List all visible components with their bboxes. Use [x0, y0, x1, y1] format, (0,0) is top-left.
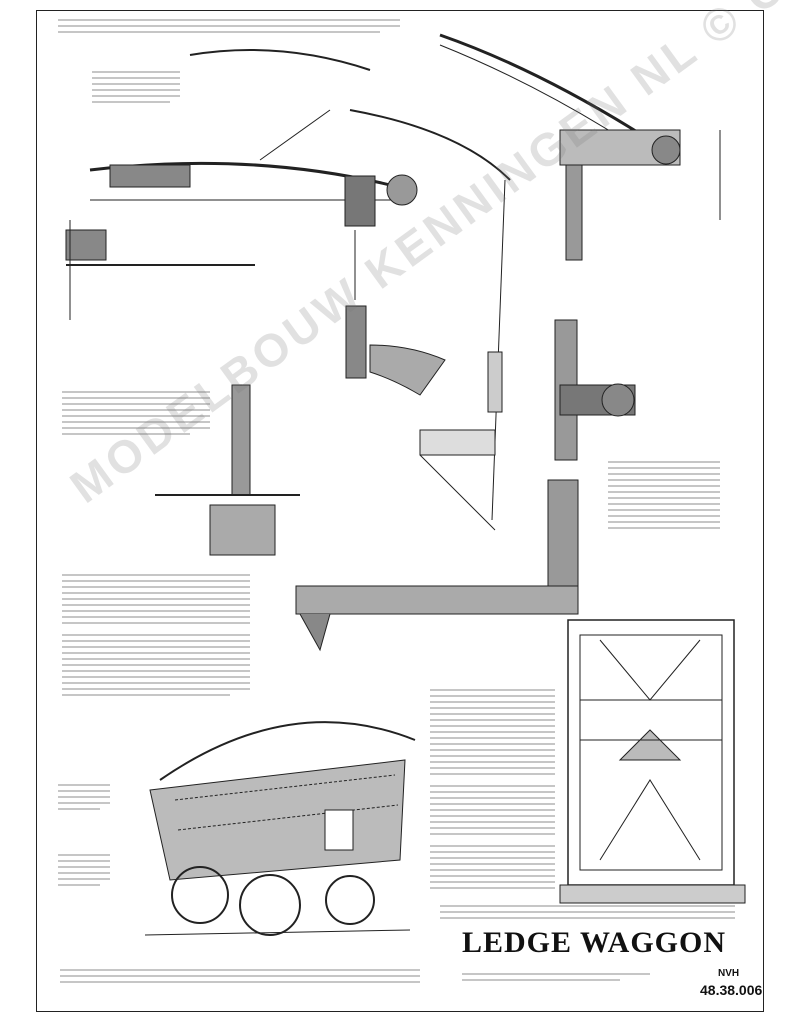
- roof-bracket: [344, 175, 376, 227]
- text-block-left-lower: [62, 574, 250, 696]
- text-block-left-mid: [62, 391, 210, 435]
- text-block-top: [58, 19, 400, 33]
- eave-post: [565, 164, 583, 261]
- end-panel-base: [559, 884, 746, 904]
- ledge-corbel: [299, 613, 331, 652]
- text-block-bottom: [60, 905, 735, 983]
- waggon-mid-wheel: [239, 874, 301, 936]
- side-bracket: [369, 344, 446, 396]
- step-diagonal: [419, 454, 496, 531]
- text-block-upper-left: [92, 71, 180, 103]
- hoop-curve: [349, 109, 511, 181]
- end-panel-carving-top: [599, 639, 701, 701]
- plan-code-number: 48.38.006: [700, 982, 763, 998]
- eave-roll: [651, 135, 681, 165]
- end-panel-inner: [579, 634, 723, 871]
- text-block-right-center: [430, 689, 555, 889]
- waggon-door: [324, 809, 354, 851]
- ledge-roll: [601, 383, 635, 417]
- waggon-panel-line-2: [177, 804, 399, 831]
- ledge-post: [547, 479, 579, 587]
- end-panel-carving-bottom: [599, 779, 701, 861]
- upper-roof-arc: [189, 49, 371, 71]
- post-block: [345, 305, 367, 379]
- waggon-front-wheel: [171, 866, 229, 924]
- ground-line: [144, 929, 411, 936]
- step-block: [419, 429, 496, 456]
- waggon-body: [149, 759, 406, 881]
- ledge-bottom-beam: [295, 585, 579, 615]
- text-block-waggon-notes: [58, 784, 110, 886]
- waggon-rear-wheel: [325, 875, 375, 925]
- leader-line: [259, 109, 331, 161]
- end-panel-roof-carving: [618, 729, 682, 761]
- eave-curve: [439, 33, 651, 142]
- tall-post: [491, 179, 506, 521]
- text-block-right-mid: [608, 461, 720, 529]
- roof-beam-block: [109, 164, 191, 188]
- floor-joist: [209, 504, 276, 556]
- tall-post-bracket: [487, 351, 503, 413]
- plan-code-prefix: NVH: [718, 968, 740, 979]
- waggon-roof: [159, 721, 416, 781]
- corner-joint: [65, 229, 107, 261]
- roof-roll-detail: [386, 174, 418, 206]
- plan-title: LEDGE WAGGON: [462, 926, 726, 959]
- waggon-panel-line-1: [174, 774, 396, 801]
